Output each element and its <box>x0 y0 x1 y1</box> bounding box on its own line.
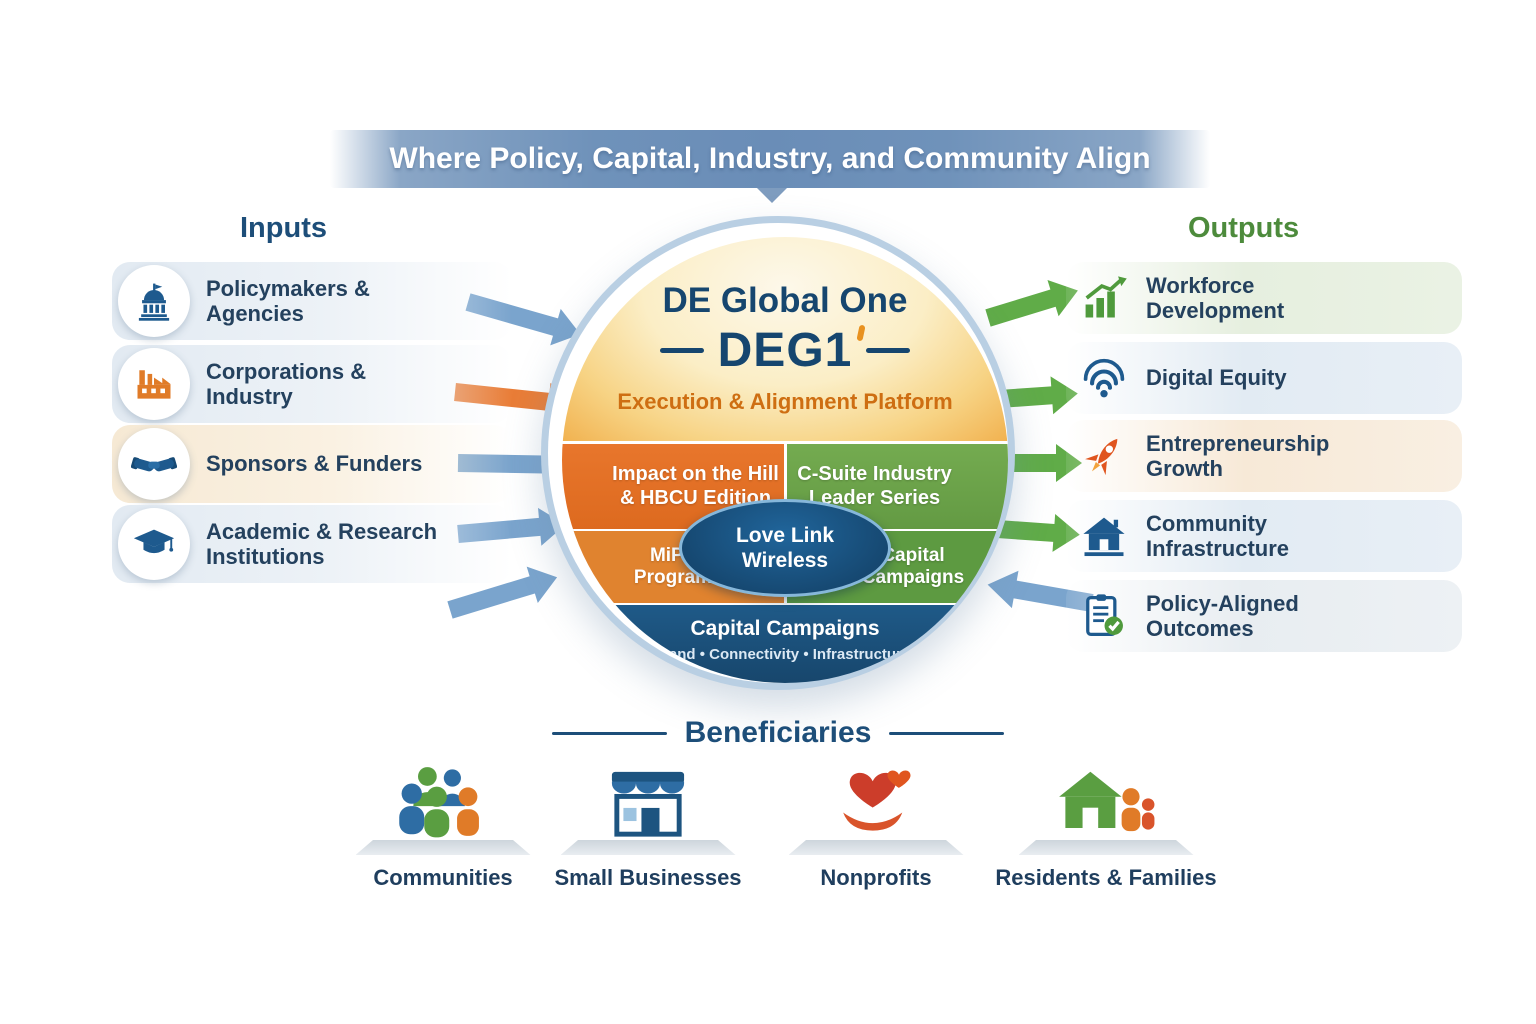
family-home-icon <box>1059 771 1155 832</box>
tick-decoration <box>856 324 866 342</box>
out-icon-box <box>1076 428 1132 484</box>
capitol-icon <box>138 283 170 321</box>
platform-base <box>355 840 531 855</box>
beneficiary-label: Residents & Families <box>995 865 1217 890</box>
segment-label: Capital Campaigns <box>690 617 880 640</box>
beneficiary-label: Small Businesses <box>554 865 742 890</box>
inputs-heading: Inputs <box>240 212 327 244</box>
benef-icon-box <box>830 752 922 844</box>
output-label: Policy-Aligned Outcomes <box>1146 590 1299 641</box>
input-label: Corporations & Industry <box>206 358 367 409</box>
icon-circle <box>118 348 190 420</box>
banner-ribbon: Where Policy, Capital, Industry, and Com… <box>330 130 1210 188</box>
platform-acronym: DEG1 <box>717 323 866 378</box>
dash-decoration <box>659 348 704 353</box>
wifi-icon <box>1083 358 1125 398</box>
banner-notch <box>757 188 787 203</box>
beneficiaries-heading: Beneficiaries <box>684 716 872 749</box>
banner-title: Where Policy, Capital, Industry, and Com… <box>389 142 1151 175</box>
output-label: Entrepreneurship Growth <box>1146 430 1330 481</box>
industry-icon <box>137 370 171 399</box>
output-label: Workforce Development <box>1146 272 1285 323</box>
output-item-digital-equity: Digital Equity <box>1066 342 1462 414</box>
output-label: Community Infrastructure <box>1146 510 1290 561</box>
out-icon-box <box>1076 270 1132 326</box>
dash-decoration <box>866 348 911 353</box>
beneficiary-label: Communities <box>373 865 513 890</box>
hub-inner-ring: Impact on the Hill & HBCU Edition C-Suit… <box>548 223 1008 683</box>
segment-label: Impact on the Hill & HBCU Edition <box>612 462 779 509</box>
segment-label: C-Suite Industry Leader Series <box>797 462 952 509</box>
output-item-policy-outcomes: Policy-Aligned Outcomes <box>1066 580 1462 652</box>
input-label: Academic & Research Institutions <box>206 518 438 569</box>
handshake-icon <box>131 457 177 472</box>
beneficiary-residents-families: Residents & Families <box>995 752 1217 891</box>
input-label: Sponsors & Funders <box>206 451 423 477</box>
segment-label: Capital Campaigns <box>861 545 965 588</box>
platform-acronym-row: DEG1 <box>562 323 1008 378</box>
outputs-heading: Outputs <box>1188 212 1300 244</box>
platform-acronym-text: DEG1 <box>717 324 853 377</box>
heading-rule-left <box>551 731 667 735</box>
input-item-sponsors: Sponsors & Funders <box>112 425 512 503</box>
hub-top-segment <box>562 237 1008 441</box>
central-platform-circle: Impact on the Hill & HBCU Edition C-Suit… <box>541 216 1015 690</box>
platform-tagline: Execution & Alignment Platform <box>617 389 953 414</box>
benef-icon-box <box>1056 752 1156 844</box>
hub-content: Impact on the Hill & HBCU Edition C-Suit… <box>562 237 1008 683</box>
segment-love-link-wireless: Love Link Wireless <box>679 499 891 597</box>
icon-circle <box>118 508 190 580</box>
platform-base <box>788 840 964 855</box>
segment-sublabel: Land • Connectivity • Infrastructure <box>659 646 911 663</box>
output-item-entrepreneurship: Entrepreneurship Growth <box>1066 420 1462 492</box>
beneficiary-nonprofits: Nonprofits <box>766 752 986 891</box>
out-icon-box <box>1076 508 1132 564</box>
output-item-workforce: Workforce Development <box>1066 262 1462 334</box>
growth-chart-icon <box>1085 276 1127 318</box>
output-item-infrastructure: Community Infrastructure <box>1066 500 1462 572</box>
storefront-icon <box>611 771 685 837</box>
output-label: Digital Equity <box>1146 365 1287 391</box>
platform-org-name: DE Global One <box>662 281 908 320</box>
input-label: Policymakers & Agencies <box>206 275 370 326</box>
out-icon-box <box>1076 350 1132 406</box>
beneficiary-communities: Communities <box>333 752 553 891</box>
out-icon-box <box>1076 588 1132 644</box>
segment-label: Love Link Wireless <box>735 523 835 572</box>
checklist-icon <box>1086 594 1123 637</box>
house-icon <box>1083 517 1125 557</box>
beneficiaries-heading-row: Beneficiaries <box>468 716 1088 750</box>
segment-capital-campaigns-bottom: Capital Campaigns Land • Connectivity • … <box>562 603 1008 683</box>
beneficiary-label: Nonprofits <box>820 865 932 890</box>
benef-icon-box <box>602 752 694 844</box>
heading-rule-right <box>889 731 1005 735</box>
input-item-academic: Academic & Research Institutions <box>112 505 512 583</box>
benef-icon-box <box>393 752 493 844</box>
people-group-icon <box>399 767 479 838</box>
icon-circle <box>118 428 190 500</box>
input-item-corporations: Corporations & Industry <box>112 345 512 423</box>
segment-csuite-series: C-Suite Industry Leader Series <box>785 441 1008 529</box>
beneficiary-small-businesses: Small Businesses <box>538 752 758 891</box>
rocket-icon <box>1085 438 1118 476</box>
heart-hand-icon <box>843 770 911 831</box>
input-item-policymakers: Policymakers & Agencies <box>112 262 512 340</box>
platform-base <box>560 840 736 855</box>
platform-base <box>1018 840 1194 855</box>
graduation-cap-icon <box>133 529 175 554</box>
icon-circle <box>118 265 190 337</box>
